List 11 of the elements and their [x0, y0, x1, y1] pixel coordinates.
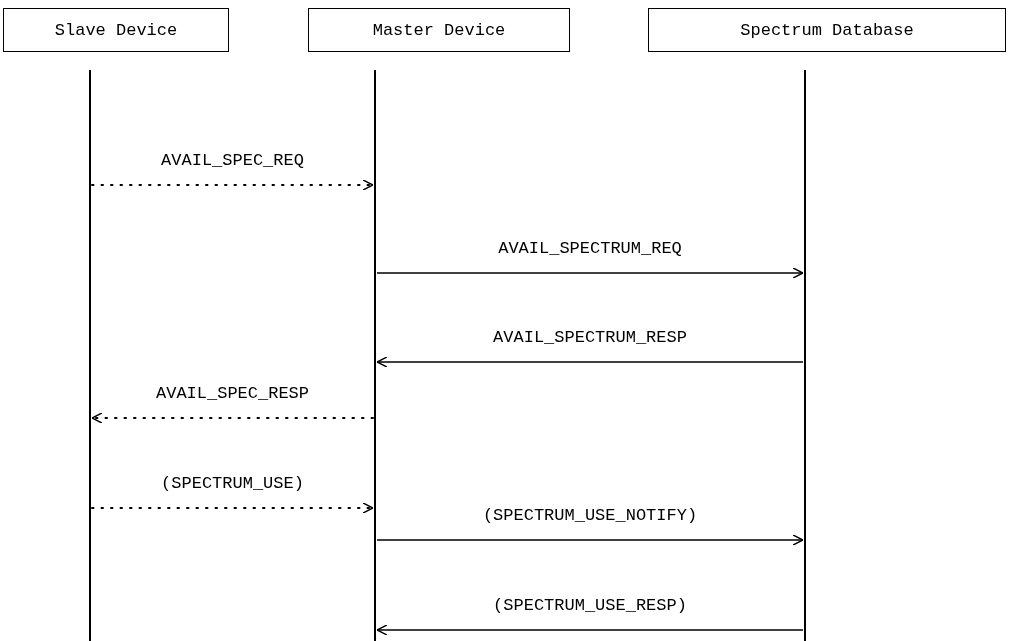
message-arrow	[376, 534, 804, 546]
message-arrow	[376, 624, 804, 636]
message-arrow	[376, 356, 804, 368]
participant-name: Master Device	[372, 20, 506, 40]
edge-label: AVAIL_SPEC_REQ	[158, 151, 307, 170]
message-arrow	[91, 502, 374, 514]
participant-name: Spectrum Database	[740, 20, 914, 40]
message-arrow	[376, 267, 804, 279]
participant-name: Slave Device	[54, 20, 178, 40]
message-arrow	[91, 179, 374, 191]
message-arrow	[91, 412, 374, 424]
